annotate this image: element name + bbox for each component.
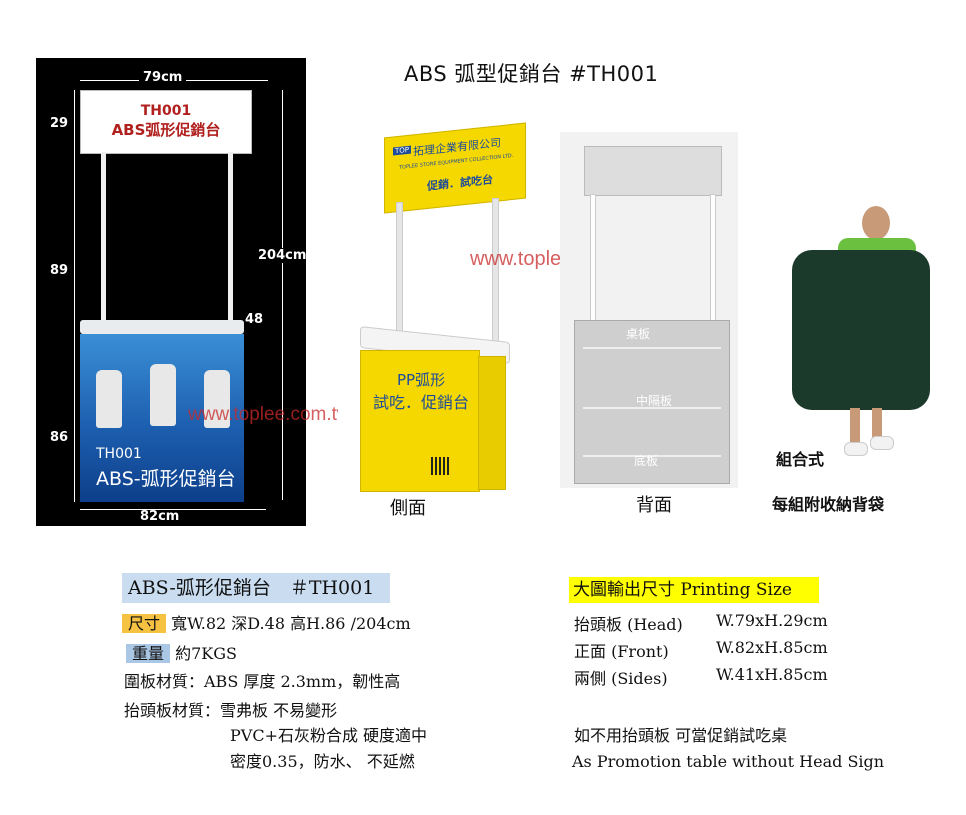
width-top-label: 79cm <box>139 70 187 85</box>
height-total-label: 204cm <box>258 248 307 263</box>
print-row-front-part: 正面 (Front) <box>574 642 669 661</box>
size-row: 尺寸 寬W.82 深D.48 高H.86 /204cm <box>122 610 411 634</box>
left-pole <box>101 152 106 324</box>
back-label-bottom: 底板 <box>634 454 659 468</box>
panel-material: 圍板材質：ABS 厚度 2.3mm，韌性高 <box>124 672 401 691</box>
head-material: 抬頭板材質：雪弗板 不易變形 <box>124 701 338 720</box>
back-cabinet <box>574 320 730 484</box>
person-shoe-left <box>844 442 868 456</box>
width-bottom-label: 82cm <box>140 509 180 524</box>
person-leg-right <box>872 408 882 444</box>
back-label-mid: 中隔板 <box>636 394 673 408</box>
right-pole <box>228 152 233 324</box>
back-shelf-bottom <box>583 455 721 457</box>
counter-top <box>80 320 244 334</box>
person-shoe-right <box>870 436 894 450</box>
print-row-front-size: W.82xH.85cm <box>716 638 828 657</box>
yellow-headboard: TOP 拓理企業有限公司 TOPLEE STORE EQUIPMENT COLL… <box>384 122 526 214</box>
side-view-caption: 側面 <box>390 498 426 519</box>
print-row-head-size: W.79xH.29cm <box>716 611 828 630</box>
back-shelf-top <box>583 347 721 349</box>
back-shelf-mid <box>583 407 721 409</box>
product-bottle-2 <box>150 364 176 426</box>
bag-caption: 每組附收納背袋 <box>772 495 885 514</box>
side-counter-front: PP弧形 試吃．促銷台 <box>360 350 480 492</box>
back-label-top: 桌板 <box>626 327 651 341</box>
side-left-pole <box>396 202 403 344</box>
signboard: TH001 ABS弧形促銷台 <box>80 90 252 154</box>
spec-title: ABS-弧形促銷台 ＃TH001 <box>122 573 390 603</box>
body-line2: 試吃．促銷台 <box>373 393 470 412</box>
back-right-pole <box>710 194 716 326</box>
height-right-line <box>282 90 283 500</box>
back-left-pole <box>590 194 596 326</box>
sign-line1: TH001 <box>140 103 192 119</box>
watermark-diagram: www.toplee.com.tw <box>188 404 351 425</box>
person-head <box>862 206 890 240</box>
weight-label: 重量 <box>126 644 171 663</box>
width-bottom-line <box>80 509 266 510</box>
product-bottle-1 <box>96 370 122 428</box>
body-name: ABS-弧形促銷台 <box>96 468 236 490</box>
dimension-diagram-photo: 79cm TH001 ABS弧形促銷台 29 89 86 204cm 48 TH… <box>36 58 351 526</box>
note-chinese: 如不用抬頭板 可當促銷試吃桌 <box>574 726 788 745</box>
height-left-line <box>74 90 75 502</box>
print-row-sides-size: W.41xH.85cm <box>716 665 828 684</box>
seg-head-label: 29 <box>50 116 69 131</box>
product-bottle-3 <box>204 370 230 428</box>
qr-code-icon <box>431 457 449 475</box>
carry-bag-photo <box>772 190 930 480</box>
page-title: ABS 弧型促銷台 #TH001 <box>404 62 659 86</box>
weight-value: 約7KGS <box>175 644 237 663</box>
sign-line2: ABS弧形促銷台 <box>111 121 221 139</box>
body-model: TH001 <box>96 446 142 462</box>
head-slogan: 促銷．試吃台 <box>427 173 493 193</box>
size-value: 寬W.82 深D.48 高H.86 /204cm <box>171 614 411 633</box>
body-line1: PP弧形 <box>397 371 446 389</box>
print-row-sides-part: 兩側 (Sides) <box>574 669 668 688</box>
head-material-2: PVC+石灰粉合成 硬度適中 <box>230 726 428 745</box>
side-counter-side <box>478 356 506 490</box>
head-material-3: 密度0.35，防水、 不延燃 <box>230 752 415 771</box>
size-label: 尺寸 <box>122 614 167 633</box>
carry-bag <box>792 250 930 410</box>
seg-mid-label: 89 <box>50 263 69 278</box>
back-headboard <box>584 146 722 196</box>
side-right-pole <box>492 198 499 350</box>
assembly-label: 組合式 <box>776 450 825 469</box>
back-view-photo: 桌板 中隔板 底板 <box>560 132 738 488</box>
person-leg-left <box>850 408 860 444</box>
weight-row: 重量 約7KGS <box>126 640 237 664</box>
depth-label: 48 <box>245 312 264 327</box>
head-logo: TOP <box>393 145 412 156</box>
side-view-photo: TOP 拓理企業有限公司 TOPLEE STORE EQUIPMENT COLL… <box>338 118 543 498</box>
counter-body: TH001 ABS-弧形促銷台 <box>80 334 244 502</box>
printing-title: 大圖輸出尺寸 Printing Size <box>569 577 819 603</box>
back-view-caption: 背面 <box>636 495 672 516</box>
note-english: As Promotion table without Head Sign <box>572 752 885 771</box>
seg-base-label: 86 <box>50 430 69 445</box>
print-row-head-part: 抬頭板 (Head) <box>574 615 683 634</box>
